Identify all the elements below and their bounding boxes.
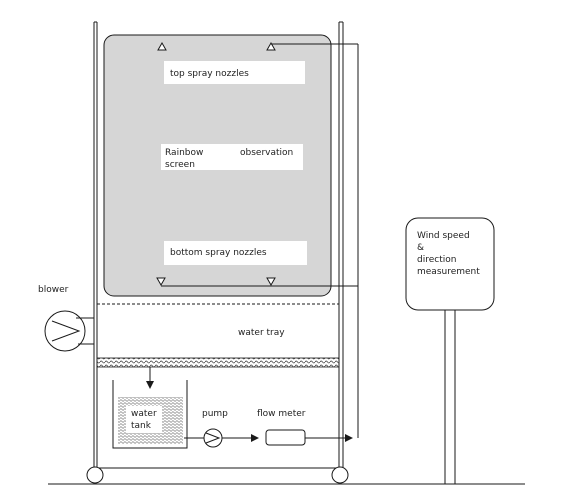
wheel-right — [331, 466, 349, 484]
water-tank-walls — [112, 380, 188, 449]
water-tray-label: water tray — [238, 328, 285, 338]
bottom-nozzles — [156, 277, 276, 287]
frame — [93, 21, 344, 468]
wind-label-line4: measurement — [417, 267, 480, 277]
blower-duct — [76, 317, 94, 345]
water-tank-label-line1: water — [131, 409, 157, 419]
pump-label: pump — [202, 409, 228, 419]
blower — [44, 310, 94, 352]
blower-label: blower — [38, 285, 69, 295]
water-tank-label-line2: tank — [131, 421, 152, 431]
wind-label-line1: Wind speed — [417, 231, 470, 241]
rainbow-label-line2: screen — [165, 160, 195, 170]
pump-symbol — [205, 432, 221, 444]
bottom-nozzles-label-box — [164, 241, 307, 265]
top-nozzles — [157, 41, 276, 51]
bottom-nozzle-right — [266, 277, 276, 287]
rainbow-label-line1-left: Rainbow — [165, 148, 203, 158]
blower-circle — [44, 310, 86, 352]
flow-meter-label: flow meter — [257, 409, 306, 419]
water-tank-label-box — [126, 406, 162, 433]
wind-label-line3: direction — [417, 255, 456, 265]
wheel-left — [86, 466, 104, 484]
top-nozzle-right — [266, 41, 276, 51]
pump — [203, 428, 223, 448]
blower-symbol — [51, 320, 81, 342]
top-nozzles-label: top spray nozzles — [170, 69, 249, 79]
wind-label-line2: & — [417, 243, 424, 253]
flow-meter-box — [265, 429, 306, 446]
mesh-band — [96, 357, 340, 368]
top-nozzles-label-box — [164, 61, 305, 84]
rainbow-label-line1-right: observation — [240, 148, 293, 158]
water-tank — [112, 380, 188, 449]
bottom-nozzles-label: bottom spray nozzles — [170, 248, 267, 258]
bottom-nozzle-left — [156, 277, 166, 287]
rainbow-label-box — [161, 144, 303, 170]
top-nozzle-left — [157, 41, 167, 51]
wind-pole — [444, 309, 456, 485]
